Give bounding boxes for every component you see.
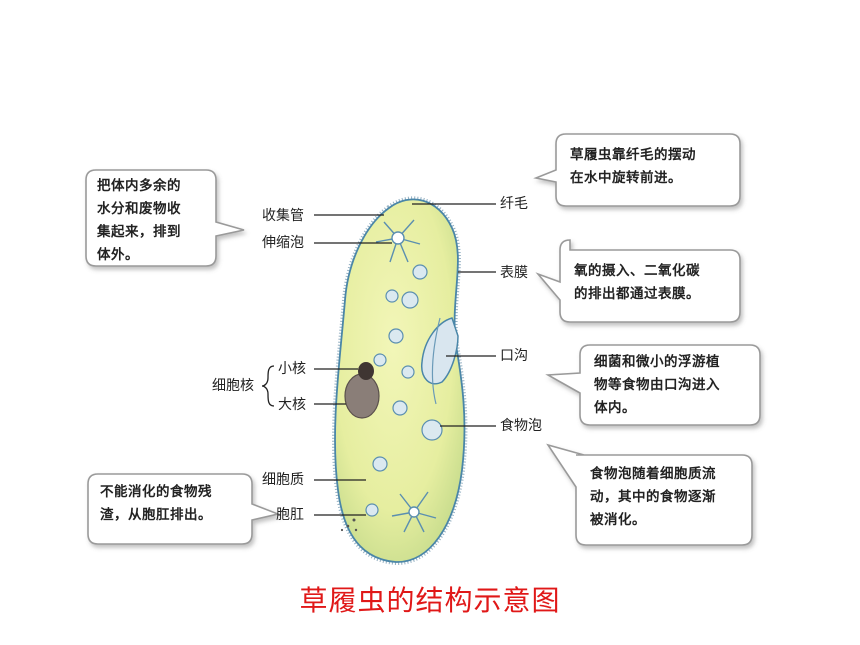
micronucleus-shape [358,362,374,380]
oral-groove-shape [421,317,459,385]
bubble-oral-shape [545,344,761,426]
bubble-excretion-shape [85,169,245,267]
label-macronucleus: 大核 [278,397,306,413]
bubble-cilia: 草履虫靠纤毛的摆动 在水中旋转前进。 [570,144,696,190]
nucleus-brace [261,365,275,407]
label-contractile-vacuole: 伸缩泡 [262,235,304,251]
bubble-oral: 细菌和微小的浮游植 物等食物由口沟进入 体内。 [594,351,720,420]
bubble-food-line: 被消化。 [590,512,646,528]
label-oral-groove: 口沟 [500,348,528,364]
bubble-cilia-line: 草履虫靠纤毛的摆动 [570,147,696,163]
bubble-anal-shape [87,473,281,545]
cell-body [334,198,466,563]
label-cilia: 纤毛 [500,196,528,212]
contractile-vacuole-top [375,219,421,263]
label-collecting-tube: 收集管 [262,208,304,224]
macronucleus-shape [344,373,380,419]
bubble-anal-line: 不能消化的食物残 [100,484,212,500]
bubble-pellicle-line: 氧的摄入、二氧化碳 [574,263,700,279]
bubble-cilia-shape [533,133,741,207]
bubble-pellicle-line: 的排出都通过表膜。 [574,286,700,302]
bubble-pellicle: 氧的摄入、二氧化碳 的排出都通过表膜。 [574,260,700,306]
bubble-food-shape [546,443,753,546]
bubble-oral-line: 细菌和微小的浮游植 [594,354,720,370]
bubble-oral-line: 体内。 [594,400,636,416]
bubble-pellicle-shape [535,239,741,323]
bubble-food: 食物泡随着细胞质流 动，其中的食物逐渐 被消化。 [590,463,716,532]
bubble-food-line: 动，其中的食物逐渐 [590,489,716,505]
label-nucleus-group: 细胞核 [212,378,254,394]
bubble-excretion: 把体内多余的 水分和废物收 集起来，排到 体外。 [97,175,181,267]
label-food-vacuole: 食物泡 [500,418,542,434]
label-cytoplasm: 细胞质 [262,472,304,488]
bubble-excretion-line: 集起来，排到 [97,224,181,240]
paramecium-cell [332,196,468,566]
bubble-excretion-line: 体外。 [97,247,139,263]
bubble-shapes [85,133,761,546]
diagram-caption: 草履虫的结构示意图 [299,584,561,617]
label-pellicle: 表膜 [500,265,528,281]
food-vacuoles [365,264,443,517]
bubble-food-line: 食物泡随着细胞质流 [590,466,716,482]
oral-groove-line [431,317,441,405]
label-anal-pore: 胞肛 [276,507,304,523]
label-micronucleus: 小核 [278,361,306,377]
bubble-cilia-line: 在水中旋转前进。 [570,170,682,186]
anal-pore-particles [340,518,358,532]
bubble-anal: 不能消化的食物残 渣，从胞肛排出。 [100,481,212,527]
leader-lines [314,203,496,516]
bubble-excretion-line: 水分和废物收 [97,201,181,217]
bubble-oral-line: 物等食物由口沟进入 [594,377,720,393]
bubble-excretion-line: 把体内多余的 [97,178,181,194]
contractile-vacuole-bottom [391,491,437,533]
bubble-anal-line: 渣，从胞肛排出。 [100,507,212,523]
